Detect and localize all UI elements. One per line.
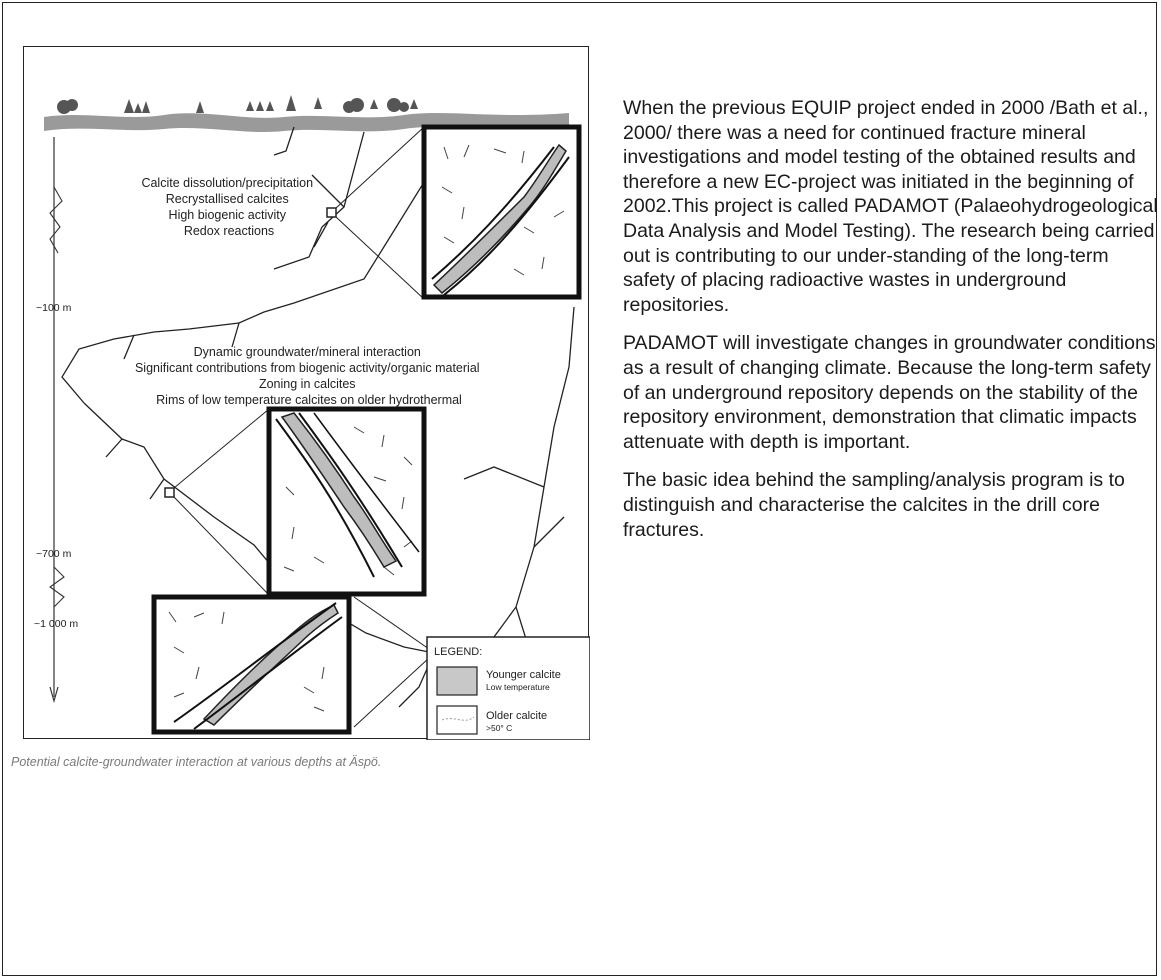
legend-older-label: Older calcite [486, 710, 547, 722]
zone1-line: Recrystallised calcites [166, 192, 289, 206]
inset-zone-2 [266, 406, 427, 597]
zone2-line: Zoning in calcites [259, 377, 356, 391]
body-text: When the previous EQUIP project ended in… [623, 96, 1161, 556]
legend-younger-label: Younger calcite [486, 669, 561, 681]
zone2-text: Dynamic groundwater/mineral interaction … [135, 345, 483, 407]
depth-label-700: ~700 m [36, 548, 72, 560]
paragraph: When the previous EQUIP project ended in… [623, 97, 1158, 316]
inset-connectors [173, 126, 430, 728]
zone1-line: Redox reactions [184, 224, 274, 238]
axis-break-2 [49, 566, 65, 608]
younger-calcite-swatch [436, 666, 478, 696]
legend-box [426, 636, 590, 740]
figure-drawing: Calcite dissolution/precipitation Recrys… [34, 95, 590, 740]
zone1-text: Calcite dissolution/precipitation Recrys… [141, 176, 316, 238]
inset-zone-1 [421, 124, 582, 300]
ground-surface [44, 113, 569, 132]
calcite-depth-figure: Calcite dissolution/precipitation Recrys… [23, 46, 590, 740]
paragraph: PADAMOT will investigate changes in grou… [623, 332, 1156, 453]
zone1-line: Calcite dissolution/precipitation [141, 176, 313, 190]
inset-zone-3 [151, 594, 352, 735]
depth-label-100: ~100 m [36, 302, 72, 314]
axis-arrow-icon [49, 686, 59, 704]
sample-marker-1 [326, 207, 337, 218]
zone2-line: Dynamic groundwater/mineral interaction [194, 345, 421, 359]
older-calcite-swatch [436, 705, 478, 735]
zone2-line: Significant contributions from biogenic … [135, 361, 480, 375]
legend-younger-sub: Low temperature [486, 682, 550, 692]
paragraph: The basic idea behind the sampling/analy… [623, 469, 1125, 541]
trees-icon [57, 95, 418, 114]
legend-title: LEGEND: [434, 646, 482, 658]
zone1-line: High biogenic activity [169, 208, 287, 222]
legend-older-sub: >50° C [486, 723, 512, 733]
figure-caption: Potential calcite-groundwater interactio… [11, 755, 382, 769]
axis-break-1 [49, 186, 63, 254]
zone2-line: Rims of low temperature calcites on olde… [156, 393, 462, 407]
sample-marker-2 [164, 487, 175, 498]
depth-label-1000: ~1 000 m [34, 618, 78, 630]
